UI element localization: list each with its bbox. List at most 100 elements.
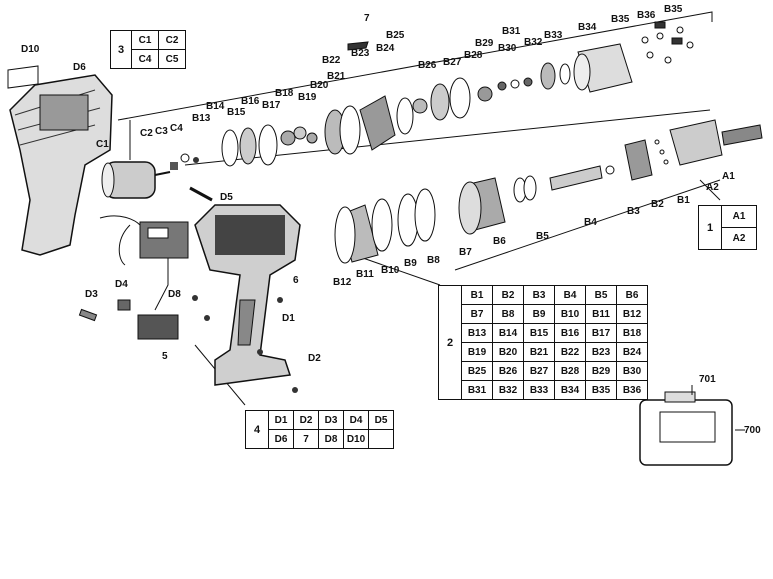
label-plate (7, 65, 39, 89)
callout-B3: B3 (627, 206, 640, 217)
callout-B21: B21 (327, 71, 346, 82)
group-cell: B33 (523, 380, 555, 400)
housing-screws (192, 295, 298, 393)
callout-B19: B19 (298, 92, 317, 103)
group-cell: B12 (616, 304, 648, 324)
callout-D8: D8 (168, 289, 181, 300)
group-cell: D5 (368, 410, 394, 430)
callout-D5: D5 (220, 192, 233, 203)
group-cell: B34 (554, 380, 586, 400)
link-part (189, 186, 213, 202)
group-cell: B25 (461, 361, 493, 381)
group-cell: B35 (585, 380, 617, 400)
callout-B14: B14 (206, 101, 225, 112)
group-cell: C1 (131, 30, 159, 50)
callout-D4: D4 (115, 279, 128, 290)
callout-B29: B29 (475, 38, 494, 49)
callout-B15: B15 (227, 107, 246, 118)
callout-B13: B13 (192, 113, 211, 124)
callout-B27: B27 (443, 57, 462, 68)
callout-B2: B2 (651, 199, 664, 210)
motor (101, 161, 171, 199)
group-cell: D3 (318, 410, 344, 430)
group-cell: D2 (293, 410, 319, 430)
callout-B10: B10 (381, 265, 400, 276)
callout-B33: B33 (544, 30, 563, 41)
group-cell: A1 (721, 205, 757, 228)
callout-B11: B11 (356, 269, 374, 280)
callout-B26: B26 (418, 60, 437, 71)
callout-D3: D3 (85, 289, 98, 300)
callout-7: 7 (364, 13, 370, 24)
callout-B32: B32 (524, 37, 543, 48)
callout-B23: B23 (351, 48, 370, 59)
group-number: 3 (110, 30, 132, 69)
group-cell: B4 (554, 285, 586, 305)
callout-B1: B1 (677, 195, 690, 206)
callout-B17: B17 (262, 100, 281, 111)
carry-case (639, 385, 745, 466)
housing-half (9, 74, 113, 256)
group-cell: D8 (318, 429, 344, 449)
callout-B16: B16 (241, 96, 260, 107)
group-cell (368, 429, 394, 449)
callout-A2: A2 (706, 182, 719, 193)
upper-axis-line (117, 11, 713, 121)
switch-assembly (99, 215, 189, 311)
group-cell: B20 (492, 342, 524, 362)
group-cell: C2 (158, 30, 186, 50)
callout-B30: B30 (498, 43, 517, 54)
group-cell: B16 (554, 323, 586, 343)
callout-B22: B22 (322, 55, 341, 66)
battery-terminal (137, 314, 179, 340)
callout-B24: B24 (376, 43, 395, 54)
small-screws-left (78, 299, 131, 322)
group-cell: B30 (616, 361, 648, 381)
group-cell: B23 (585, 342, 617, 362)
callout-D6: D6 (73, 62, 86, 73)
group-cell: B3 (523, 285, 555, 305)
group-cell: D4 (343, 410, 369, 430)
group-cell: B11 (585, 304, 617, 324)
group-number: 4 (245, 410, 269, 449)
motor-pinion-parts (170, 153, 199, 170)
group-number: 2 (438, 285, 462, 400)
group-cell: B24 (616, 342, 648, 362)
group-cell: B21 (523, 342, 555, 362)
group-cell: B7 (461, 304, 493, 324)
group-cell: B22 (554, 342, 586, 362)
callout-B8: B8 (427, 255, 440, 266)
front-housing (194, 204, 301, 386)
group-cell: B2 (492, 285, 524, 305)
callout-701: 701 (699, 374, 716, 385)
group-cell: B29 (585, 361, 617, 381)
group-1-leader (699, 179, 721, 201)
group-cell: B10 (554, 304, 586, 324)
group-cell: B18 (616, 323, 648, 343)
callout-C2: C2 (140, 128, 153, 139)
callout-B35: B35 (611, 14, 630, 25)
group-cell: B15 (523, 323, 555, 343)
group-cell: B8 (492, 304, 524, 324)
callout-B4: B4 (584, 217, 597, 228)
callout-B31: B31 (502, 26, 521, 37)
group-cell: D6 (268, 429, 294, 449)
group-cell: B36 (616, 380, 648, 400)
callout-6: 6 (293, 275, 299, 286)
callout-C3: C3 (155, 126, 168, 137)
group-cell: 7 (293, 429, 319, 449)
callout-B28: B28 (464, 50, 483, 61)
group-number: 1 (698, 205, 722, 250)
callout-B34: B34 (578, 22, 597, 33)
group-cell: B31 (461, 380, 493, 400)
group-cell: B9 (523, 304, 555, 324)
callout-D1: D1 (282, 313, 295, 324)
lower-axis-line (454, 179, 721, 271)
callout-5: 5 (162, 351, 168, 362)
callout-D2: D2 (308, 353, 321, 364)
callout-D10: D10 (21, 44, 40, 55)
